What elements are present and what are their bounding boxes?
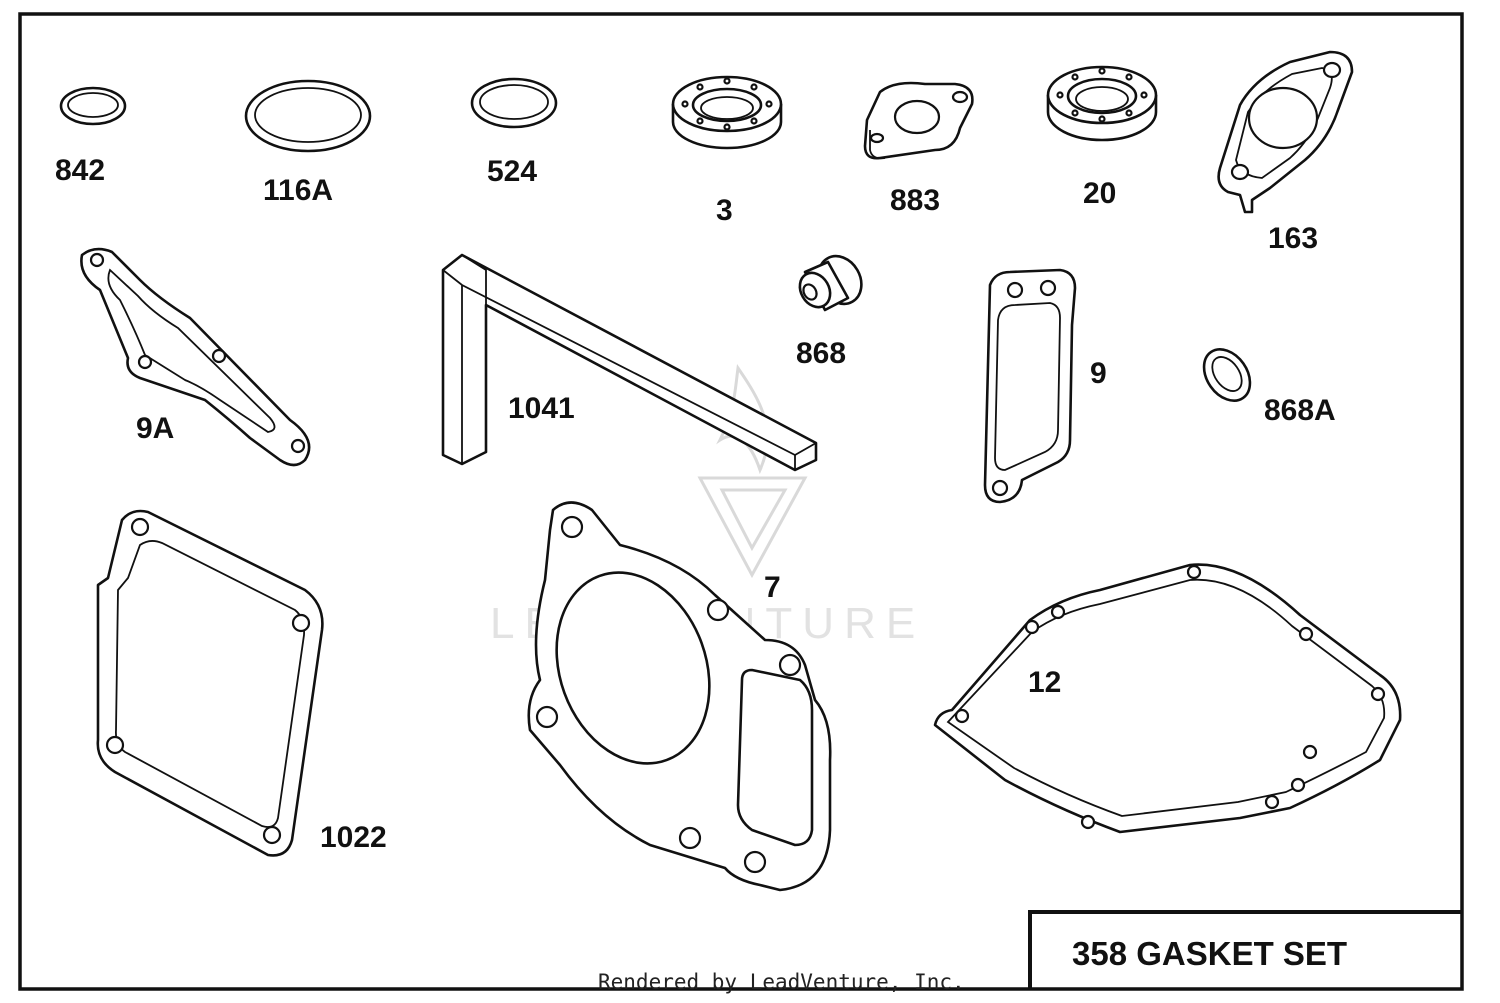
part-label-12: 12 xyxy=(1028,666,1061,699)
part-label-163: 163 xyxy=(1268,222,1318,255)
part-868-valve-seal[interactable] xyxy=(794,248,870,312)
footer-credit: Rendered by LeadVenture, Inc. xyxy=(598,970,965,994)
part-label-3: 3 xyxy=(716,194,733,227)
part-116A-oring[interactable] xyxy=(244,79,372,153)
part-868A-washer[interactable] xyxy=(1195,341,1260,410)
part-524-oring[interactable] xyxy=(470,77,558,129)
part-label-868A: 868A xyxy=(1264,394,1336,427)
part-9-gasket[interactable] xyxy=(983,268,1077,504)
part-20-oil-seal[interactable] xyxy=(1046,65,1158,142)
part-label-7: 7 xyxy=(764,571,781,604)
part-label-1041: 1041 xyxy=(508,392,575,425)
part-label-9A: 9A xyxy=(136,412,174,445)
part-163-gasket[interactable] xyxy=(1217,50,1354,214)
part-842-oring[interactable] xyxy=(59,86,127,126)
part-label-116A: 116A xyxy=(263,174,333,207)
title-text: 358 GASKET SET xyxy=(1072,935,1347,972)
part-12-sump-gasket[interactable] xyxy=(933,563,1402,834)
diagram-border xyxy=(18,12,1464,991)
title-block: 358 GASKET SET xyxy=(1028,910,1462,989)
part-label-1022: 1022 xyxy=(320,821,387,854)
part-883-flange-gasket[interactable] xyxy=(863,81,974,160)
part-label-842: 842 xyxy=(55,154,105,187)
part-label-20: 20 xyxy=(1083,177,1116,210)
part-7-head-gasket[interactable] xyxy=(527,501,832,892)
part-label-524: 524 xyxy=(487,155,537,188)
part-9A-gasket[interactable] xyxy=(80,247,311,467)
part-1041-seal-bar[interactable] xyxy=(441,253,818,472)
part-label-883: 883 xyxy=(890,184,940,217)
part-1022-gasket[interactable] xyxy=(96,509,324,857)
part-label-9: 9 xyxy=(1090,357,1107,390)
part-3-oil-seal[interactable] xyxy=(671,75,783,150)
part-label-868: 868 xyxy=(796,337,846,370)
